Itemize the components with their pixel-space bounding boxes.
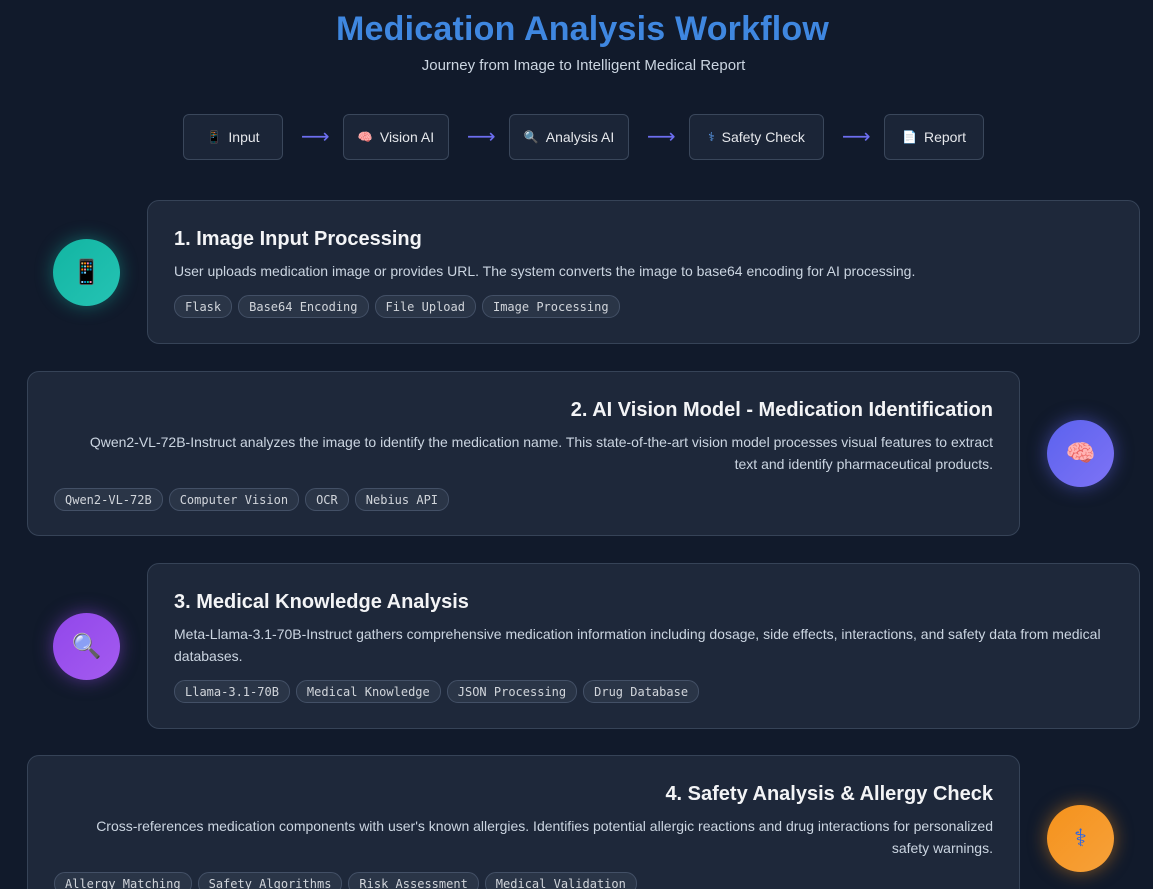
magnifier-icon: 🔍 [523,130,539,144]
step-title: 1. Image Input Processing [174,228,422,250]
tag: Medical Knowledge [295,680,441,703]
tag-list: Llama-3.1-70B Medical Knowledge JSON Pro… [174,680,1113,703]
arrow-right-icon: ⟶ [647,124,676,148]
tag: OCR [305,488,349,511]
step-description: Cross-references medication components w… [96,818,993,856]
flow-step-vision-ai: 🧠 Vision AI [343,114,449,160]
flow-step-label: Vision AI [379,129,435,145]
flow-step-analysis-ai: 🔍 Analysis AI [509,114,629,160]
flow-step-safety-check: ⚕ Safety Check [689,114,824,160]
page-subtitle: Journey from Image to Intelligent Medica… [421,57,746,74]
flow-step-label: Safety Check [721,129,805,145]
step-title: 4. Safety Analysis & Allergy Check [665,783,993,805]
tag: Risk Assessment [348,872,479,889]
tag: Safety Algorithms [197,872,343,889]
flow-step-label: Analysis AI [545,129,615,145]
tag: Nebius API [354,488,450,511]
tag: File Upload [374,295,476,318]
brain-icon: 🧠 [357,130,373,144]
flow-step-input: 📱 Input [183,114,283,160]
arrow-right-icon: ⟶ [842,124,871,148]
tag-list: Flask Base64 Encoding File Upload Image … [174,295,1113,318]
flow-step-label: Input [228,129,260,145]
page-title: Medication Analysis Workflow [335,10,830,48]
arrow-right-icon: ⟶ [467,124,496,148]
step-description: Qwen2-VL-72B-Instruct analyzes the image… [89,434,993,472]
caduceus-icon: ⚕ [1047,805,1114,872]
step-card-vision-model: 2. AI Vision Model - Medication Identifi… [27,371,1020,536]
tag-list: Qwen2-VL-72B Computer Vision OCR Nebius … [54,488,993,511]
tag: Drug Database [583,680,700,703]
tag: Base64 Encoding [238,295,369,318]
tag: Allergy Matching [54,872,192,889]
tag-list: Allergy Matching Safety Algorithms Risk … [54,872,993,889]
step-description: User uploads medication image or provide… [174,263,916,279]
tag: Computer Vision [168,488,300,511]
step-title: 3. Medical Knowledge Analysis [174,591,469,613]
step-card-safety-analysis: 4. Safety Analysis & Allergy Check Cross… [27,755,1020,889]
arrow-right-icon: ⟶ [301,124,330,148]
flow-step-report: 📄 Report [884,114,984,160]
brain-icon: 🧠 [1047,420,1114,487]
tag: Medical Validation [484,872,637,889]
phone-icon: 📱 [53,239,120,306]
phone-icon: 📱 [206,130,222,144]
tag: Image Processing [481,295,620,318]
tag: Flask [174,295,233,318]
caduceus-icon: ⚕ [708,130,715,144]
flow-step-label: Report [923,129,966,145]
step-card-knowledge-analysis: 3. Medical Knowledge Analysis Meta-Llama… [147,563,1140,729]
tag: Llama-3.1-70B [174,680,290,703]
tag: Qwen2-VL-72B [54,488,163,511]
step-card-image-input: 1. Image Input Processing User uploads m… [147,200,1140,344]
flow-overview: 📱 Input ⟶ 🧠 Vision AI ⟶ 🔍 Analysis AI ⟶ … [0,114,1153,160]
step-description: Meta-Llama-3.1-70B-Instruct gathers comp… [174,626,1101,664]
magnifier-icon: 🔍 [53,613,120,680]
tag: JSON Processing [446,680,578,703]
step-title: 2. AI Vision Model - Medication Identifi… [570,399,993,421]
document-icon: 📄 [902,130,917,144]
